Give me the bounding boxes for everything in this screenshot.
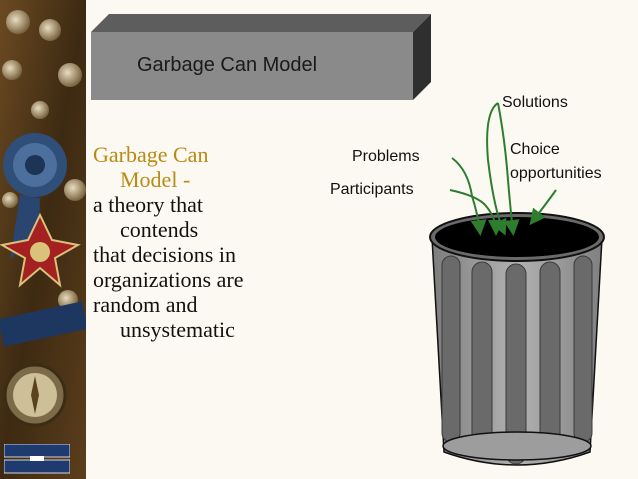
solutions-label: Solutions: [502, 94, 568, 111]
definition-text: Garbage Can Model - a theory that conten…: [93, 142, 333, 342]
solutions-arrow-right: [497, 102, 520, 236]
title-box: [91, 14, 431, 100]
definition-line-4: organizations are: [93, 267, 244, 292]
heading-line-1: Garbage Can: [93, 142, 209, 167]
definition-line-2: contends: [120, 217, 199, 242]
decorative-photo-strip: [0, 0, 86, 479]
publisher-logo: [4, 444, 70, 474]
definition-line-1: a theory that: [93, 192, 203, 217]
choice-label-line-1: Choice: [510, 141, 560, 158]
problems-label: Problems: [352, 148, 420, 165]
choice-arrow: [529, 189, 557, 226]
solutions-arrow-left: [486, 102, 507, 236]
slide-title: Garbage Can Model: [137, 54, 318, 76]
definition-line-3: that decisions in: [93, 242, 236, 267]
medal-icon: [0, 212, 81, 288]
definition-line-6: unsystematic: [120, 317, 235, 342]
participants-label: Participants: [330, 181, 414, 198]
choice-label-line-2: opportunities: [510, 165, 602, 182]
garbage-can-icon: [429, 212, 605, 466]
compass-icon: [3, 363, 67, 427]
definition-line-5: random and: [93, 292, 198, 317]
heading-line-2: Model -: [120, 167, 191, 192]
